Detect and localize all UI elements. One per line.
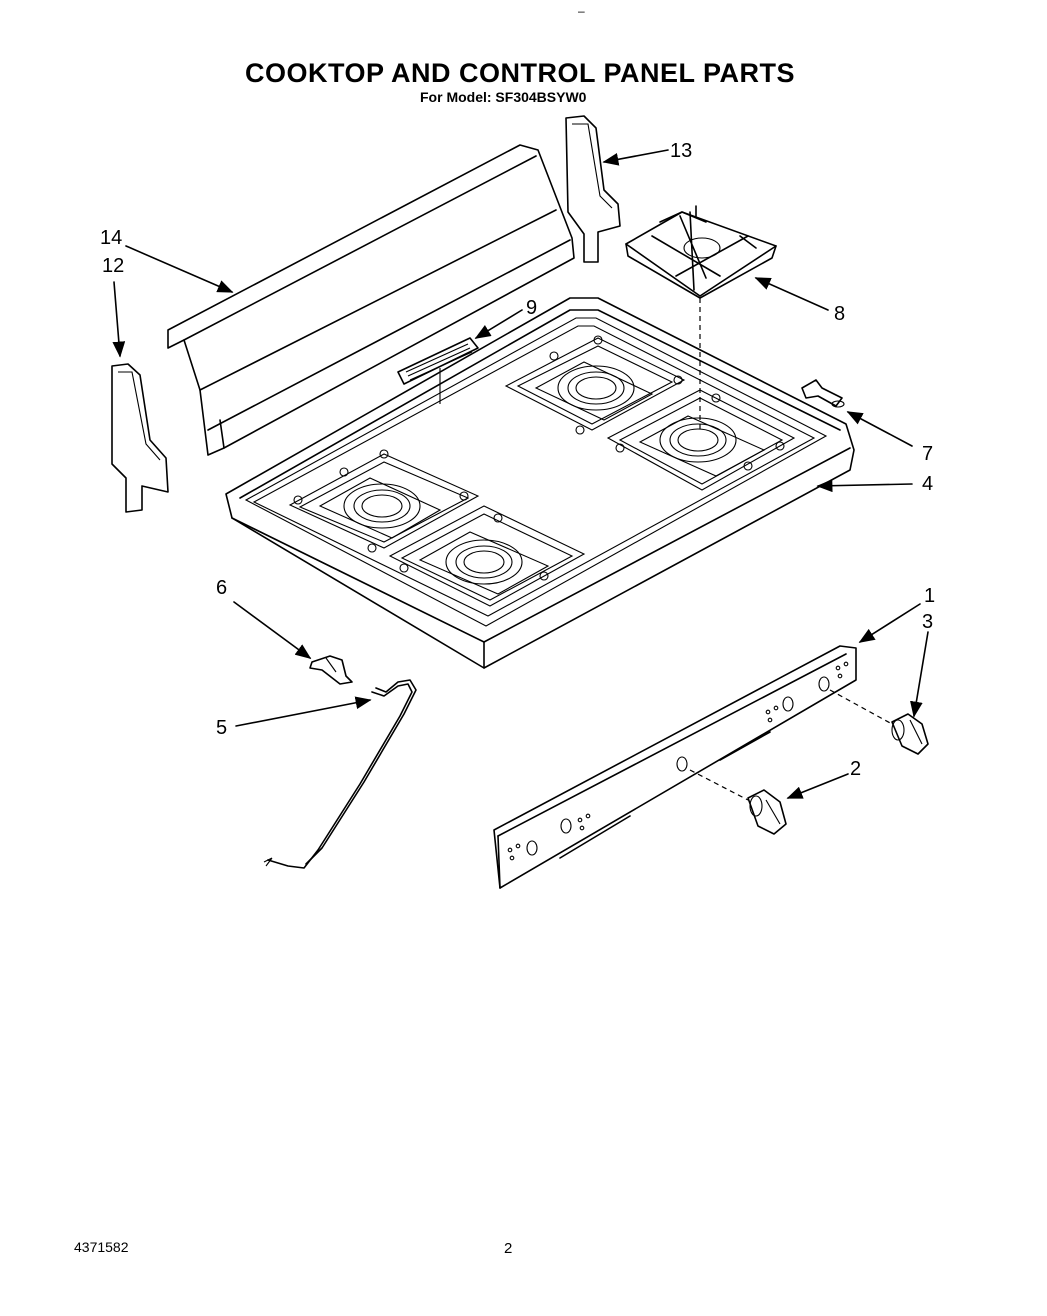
burner-right-front xyxy=(606,389,796,491)
callout-4: 4 xyxy=(922,473,933,495)
callout-3: 3 xyxy=(922,611,933,633)
burner-front-left-front xyxy=(388,505,586,607)
burner-right-back xyxy=(504,337,686,431)
control-panel-part-1 xyxy=(493,645,857,889)
end-cap-part-13 xyxy=(565,115,621,263)
badge-part-9 xyxy=(397,337,479,404)
callout-8: 8 xyxy=(834,303,845,325)
top-mark: – xyxy=(578,4,585,18)
mounting-screws xyxy=(293,335,785,581)
callout-2: 2 xyxy=(850,758,861,780)
callout-1: 1 xyxy=(924,585,935,607)
page-number: 2 xyxy=(504,1240,513,1257)
callout-13: 13 xyxy=(670,140,692,162)
document-number: 4371582 xyxy=(74,1239,129,1255)
cooktop-part-4 xyxy=(225,297,855,669)
knob-part-2 xyxy=(689,769,787,835)
callout-12: 12 xyxy=(102,255,124,277)
model-subtitle: For Model: SF304BSYW0 xyxy=(420,89,587,105)
bracket-part-6 xyxy=(309,655,353,685)
clip-part-7 xyxy=(801,379,845,408)
leader-lines xyxy=(112,149,929,799)
grate-part-8 xyxy=(625,205,777,430)
wire-part-5 xyxy=(263,679,417,869)
callout-6: 6 xyxy=(216,577,227,599)
callout-9: 9 xyxy=(526,297,537,319)
callout-5: 5 xyxy=(216,717,227,739)
callout-14: 14 xyxy=(100,227,122,249)
knob-part-3 xyxy=(829,689,929,755)
callout-7: 7 xyxy=(922,443,933,465)
page-title: COOKTOP AND CONTROL PANEL PARTS xyxy=(244,58,796,88)
end-cap-part-12 xyxy=(111,363,169,513)
backguard-part-14 xyxy=(167,144,575,456)
